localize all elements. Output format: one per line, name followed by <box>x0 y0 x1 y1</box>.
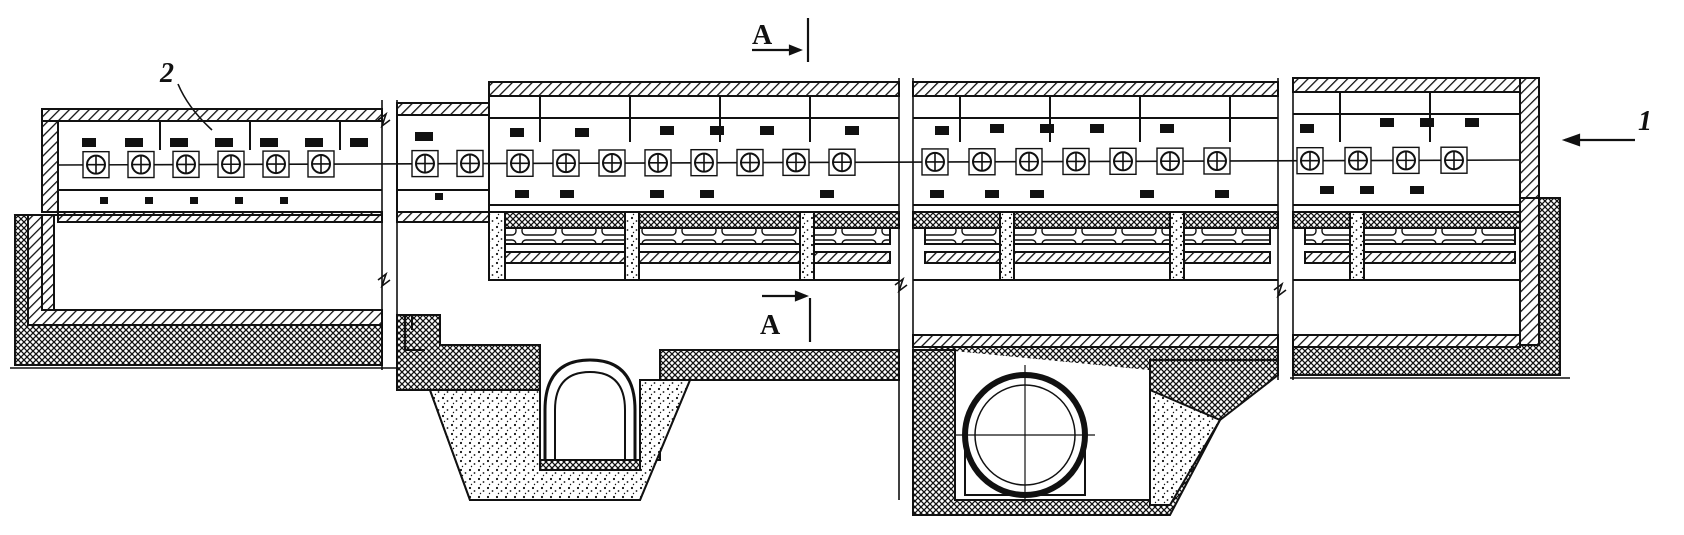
burner-icon <box>1344 146 1372 175</box>
section-label-top: A <box>752 20 773 51</box>
leader-2 <box>177 83 213 131</box>
break-lines <box>377 78 1294 500</box>
burner-icon <box>1392 146 1420 175</box>
burner-icon <box>828 148 856 176</box>
burner-icon <box>217 150 245 178</box>
ground-line <box>10 367 1570 379</box>
large-circular-channel <box>912 349 1279 516</box>
burner-icon <box>411 149 439 178</box>
burner-icon <box>782 148 810 177</box>
burner-icon <box>127 150 155 179</box>
leader-1 <box>1561 133 1635 147</box>
burner-icon <box>1156 147 1184 175</box>
burner-icon <box>598 149 626 177</box>
goods-top-row <box>82 118 1479 147</box>
burner-icon <box>552 149 580 177</box>
burner-icon <box>1203 147 1231 175</box>
burner-icon <box>736 148 764 177</box>
burner-icon <box>1296 146 1324 175</box>
burner-icon <box>262 150 290 178</box>
small-arched-channel <box>396 314 900 501</box>
left-flue-channel <box>13 214 383 366</box>
burner-icon <box>644 149 672 177</box>
burner-icon <box>307 150 335 178</box>
burner-icon <box>82 150 110 179</box>
burner-icon <box>1015 147 1043 176</box>
section-label-bottom: A <box>760 310 781 341</box>
burner-icon <box>456 149 484 178</box>
burner-icon <box>1062 147 1090 176</box>
section-line-a-a <box>752 18 812 342</box>
burner-icon <box>690 148 718 177</box>
kiln-body <box>41 77 1540 281</box>
burner-icon <box>506 149 534 177</box>
callout-label-2: 2 <box>159 58 174 89</box>
burner-icon <box>1440 146 1468 174</box>
goods-bottom-row <box>100 186 1424 204</box>
callout-label-1: 1 <box>1638 106 1652 137</box>
burner-icon <box>172 150 200 179</box>
burner-icon <box>1109 147 1137 176</box>
burners <box>82 146 1468 179</box>
burner-icon <box>968 148 996 176</box>
burner-icon <box>921 148 949 176</box>
